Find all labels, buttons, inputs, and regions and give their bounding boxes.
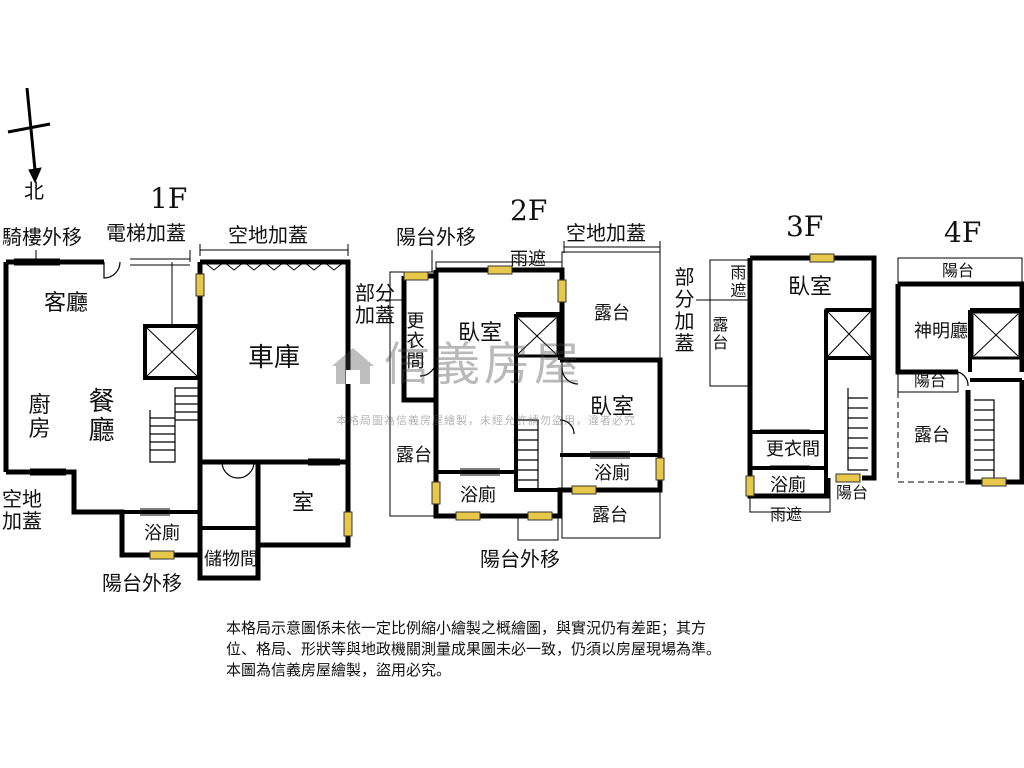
floor1-arcade-move-label: 騎樓外移 [2,225,82,249]
floor1-open-land-add-side-label: 空地加蓋 [2,487,42,533]
brand-watermark-text: 信義房屋 [384,337,584,391]
brand-watermark: 信義房屋 [330,328,584,394]
floor2-terrace-bottom-label: 露台 [592,505,628,526]
floor3-partial-add-label: 部分加蓋 [674,265,695,355]
floor2-closet-label: 更衣間 [406,311,425,372]
floor4-balcony-top-label: 陽台 [942,261,975,280]
floor3-bath-label: 浴廁 [770,475,806,496]
floor1-bath-label: 浴廁 [144,523,180,544]
floor2-bath-right-label: 浴廁 [594,463,630,484]
floor3-bedroom-label: 臥室 [788,275,833,300]
disclaimer-line-1: 本格局示意圖係未依一定比例縮小繪製之概繪圖，與實況仍有差距；其方 [226,619,707,637]
floor4-plan [895,257,1024,485]
disclaimer-note: 本格局示意圖係未依一定比例縮小繪製之概繪圖，與實況仍有差距；其方 位、格局、形狀… [226,618,826,681]
floor3-terrace-label: 露台 [712,315,729,352]
floor1-kitchen-label: 廚房 [28,393,51,443]
floor1-balcony-move-label: 陽台外移 [102,571,182,595]
floor1-room-label: 室 [292,491,315,516]
disclaimer-line-2: 位、格局、形狀等與地政機關測量成果圖未必一致，仍須以房屋現場為準。 [226,640,722,658]
window-markers [149,253,1007,560]
floor4-terrace-label: 露台 [914,425,950,446]
floor2-balcony-move-bottom-label: 陽台外移 [480,547,560,571]
disclaimer-line-3: 本圖為信義房屋繪製，盜用必究。 [226,661,452,679]
floor1-garage-label: 車庫 [248,343,301,373]
floor3-canopy-bottom-label: 雨遮 [770,505,803,524]
floor1-storage-label: 儲物間 [204,549,258,570]
floor2-terrace-top-label: 露台 [594,303,630,324]
floor2-bedroom-left-label: 臥室 [458,321,503,346]
floor1-title: 1F [150,182,188,215]
floor4-title: 4F [944,216,982,249]
north-label: 北 [24,179,44,203]
floor3-balcony-label: 陽台 [836,483,869,502]
floor2-terrace-left-label: 露台 [396,445,432,466]
floor1-dining-room-label: 餐廳 [88,387,115,446]
floor2-bedroom-right-label: 臥室 [590,395,635,420]
floor3-closet-label: 更衣間 [766,439,820,460]
brand-watermark-subtext: 本格局圖為信義房屋繪製，未經允許請勿盜用，違者必究 [336,414,636,427]
floor1-elevator-add-label: 電梯加蓋 [106,221,186,245]
floor2-partial-add-label: 部分加蓋 [355,281,395,327]
floor2-bath-left-label: 浴廁 [460,485,496,506]
floor2-title: 2F [510,194,548,227]
floor2-open-land-add-label: 空地加蓋 [566,221,646,245]
floor2-plan [380,241,663,541]
north-arrow-icon [7,87,51,184]
floor1-open-land-add-label: 空地加蓋 [228,223,308,247]
floor1-plan [3,244,351,581]
brand-logo-icon [332,348,374,384]
floor2-canopy-label: 雨遮 [510,249,546,270]
floor3-title: 3F [786,210,824,243]
floor4-balcony-mid-label: 陽台 [914,371,947,390]
floor3-canopy-left-label: 雨遮 [730,263,747,300]
floor2-balcony-move-top-label: 陽台外移 [396,225,476,249]
floor4-shrine-label: 神明廳 [914,321,968,342]
floor1-living-room-label: 客廳 [44,291,89,316]
